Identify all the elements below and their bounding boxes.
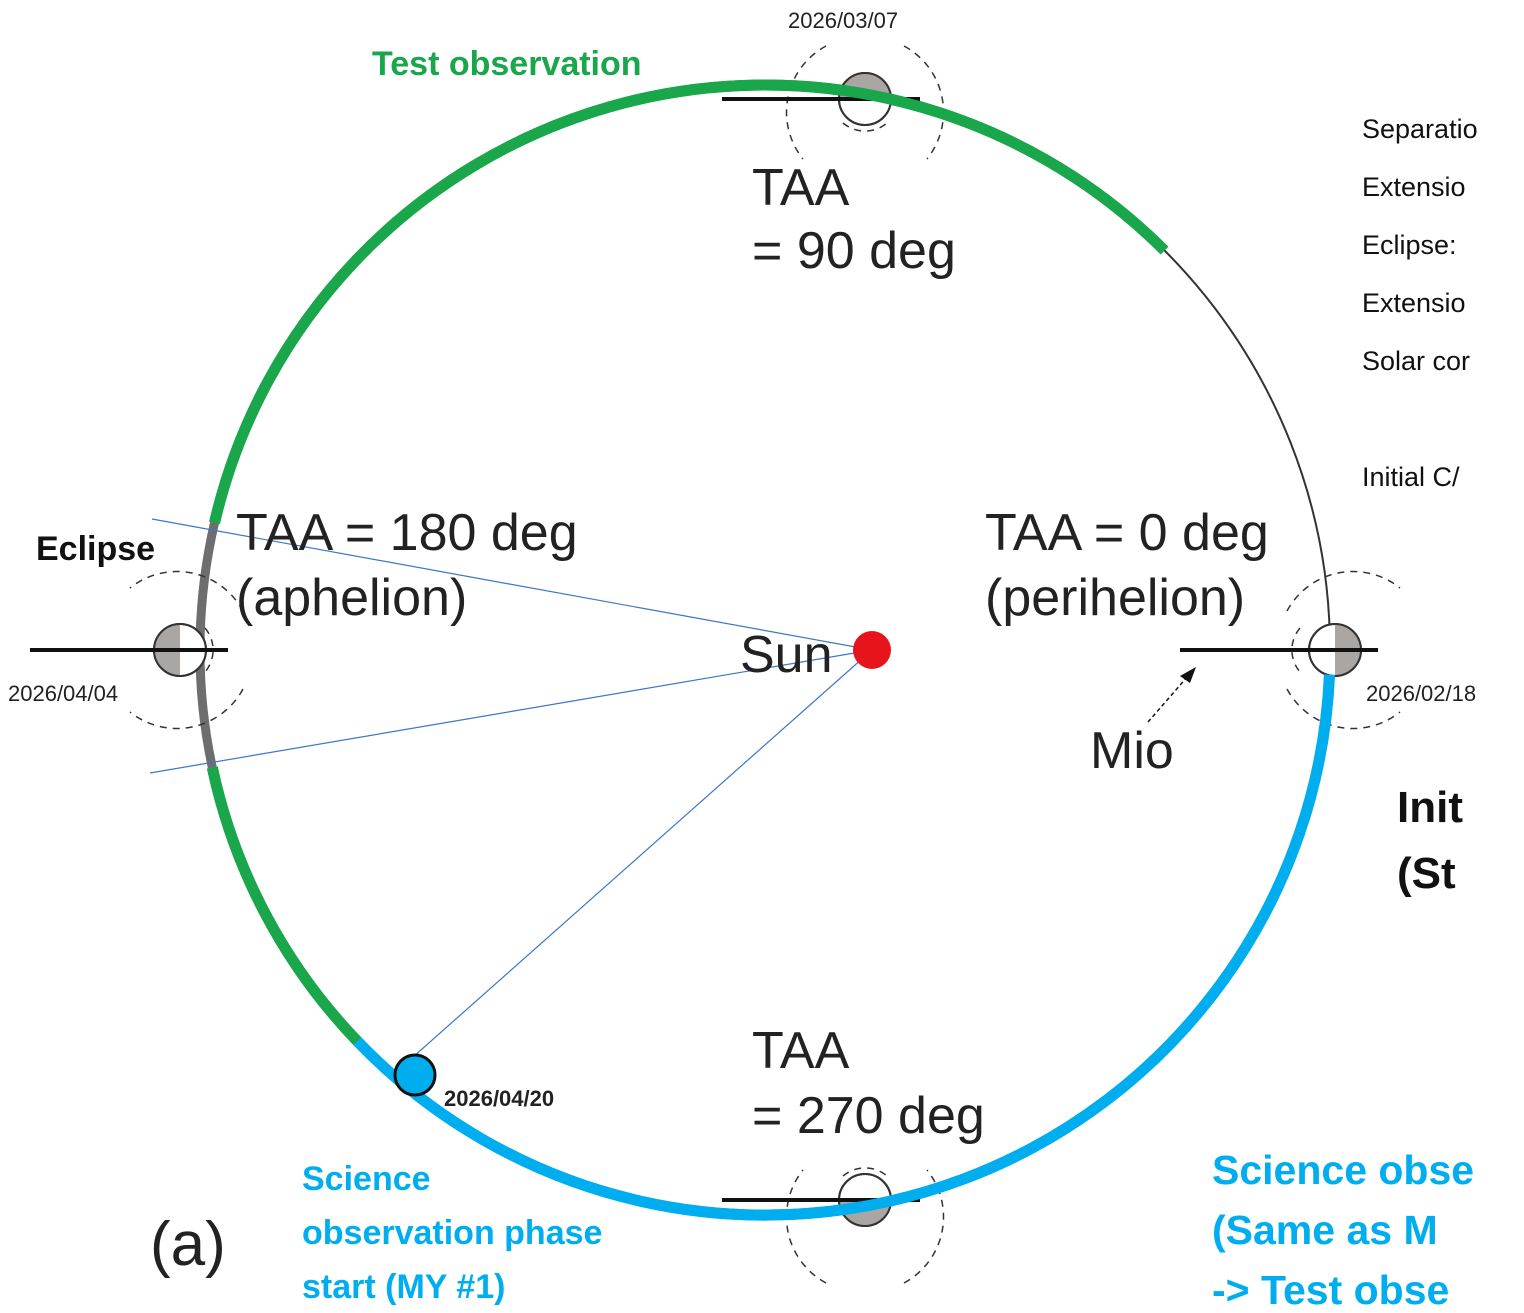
date-science-start: 2026/04/20 [444,1086,554,1111]
svg-text:(St: (St [1397,849,1456,898]
svg-text:= 270 deg: = 270 deg [752,1087,985,1145]
taa0-label: TAA = 0 deg (perihelion) [985,504,1269,627]
svg-text:TAA = 180 deg: TAA = 180 deg [236,504,578,562]
sun-label: Sun [740,626,833,684]
note-line: Separatio [1362,114,1478,144]
science-start-label: Science observation phase start (MY #1) [302,1160,602,1306]
planet-taa0 [1180,570,1401,730]
test-observation-label: Test observation [372,45,642,83]
panel-label: (a) [150,1210,226,1279]
svg-text:Science: Science [302,1160,431,1198]
note-line: Eclipse: [1362,230,1457,260]
taa180-label: TAA = 180 deg (aphelion) [236,504,578,627]
svg-text:TAA: TAA [752,159,850,217]
test-observation-arc [206,79,1169,1045]
mio-pointer [1147,675,1189,723]
taa270-label: TAA = 270 deg [752,1022,985,1145]
note-line: Solar cor [1362,346,1470,376]
svg-text:= 90 deg: = 90 deg [752,222,956,280]
eclipse-ray-lower [149,649,873,774]
svg-text:(perihelion): (perihelion) [985,569,1245,627]
date-taa180: 2026/04/04 [8,681,118,706]
science-phase-label: Science obse (Same as M -> Test obse [1212,1147,1474,1313]
date-taa0: 2026/02/18 [1366,681,1476,706]
mio-label: Mio [1090,722,1174,780]
svg-text:TAA = 0 deg: TAA = 0 deg [985,504,1269,562]
svg-text:observation phase: observation phase [302,1214,602,1252]
svg-text:Init: Init [1397,783,1463,832]
science-start-marker [393,1053,437,1097]
svg-text:start (MY #1): start (MY #1) [302,1268,505,1306]
sun-marker [853,631,891,669]
note-line: Extensio [1362,288,1466,318]
svg-text:Science obse: Science obse [1212,1147,1474,1193]
date-taa90: 2026/03/07 [788,8,898,33]
planet-taa270 [722,1167,945,1284]
svg-text:TAA: TAA [752,1022,850,1080]
planet-taa180 [30,570,244,730]
mio-arrowhead [1180,667,1196,683]
eclipse-ray-upper [151,518,873,651]
note-line: Extensio [1362,172,1466,202]
science-start-ray [394,649,873,1074]
svg-text:(aphelion): (aphelion) [236,569,467,627]
eclipse-label: Eclipse [36,530,155,568]
note-line: Initial C/ [1362,462,1460,492]
right-bold-label: Init (St [1397,783,1463,898]
svg-text:-> Test obse: -> Test obse [1212,1267,1449,1313]
right-notes: Separatio Extensio Eclipse: Extensio Sol… [1362,114,1478,492]
taa90-label: TAA = 90 deg [752,159,956,280]
svg-text:(Same as M: (Same as M [1212,1207,1438,1253]
